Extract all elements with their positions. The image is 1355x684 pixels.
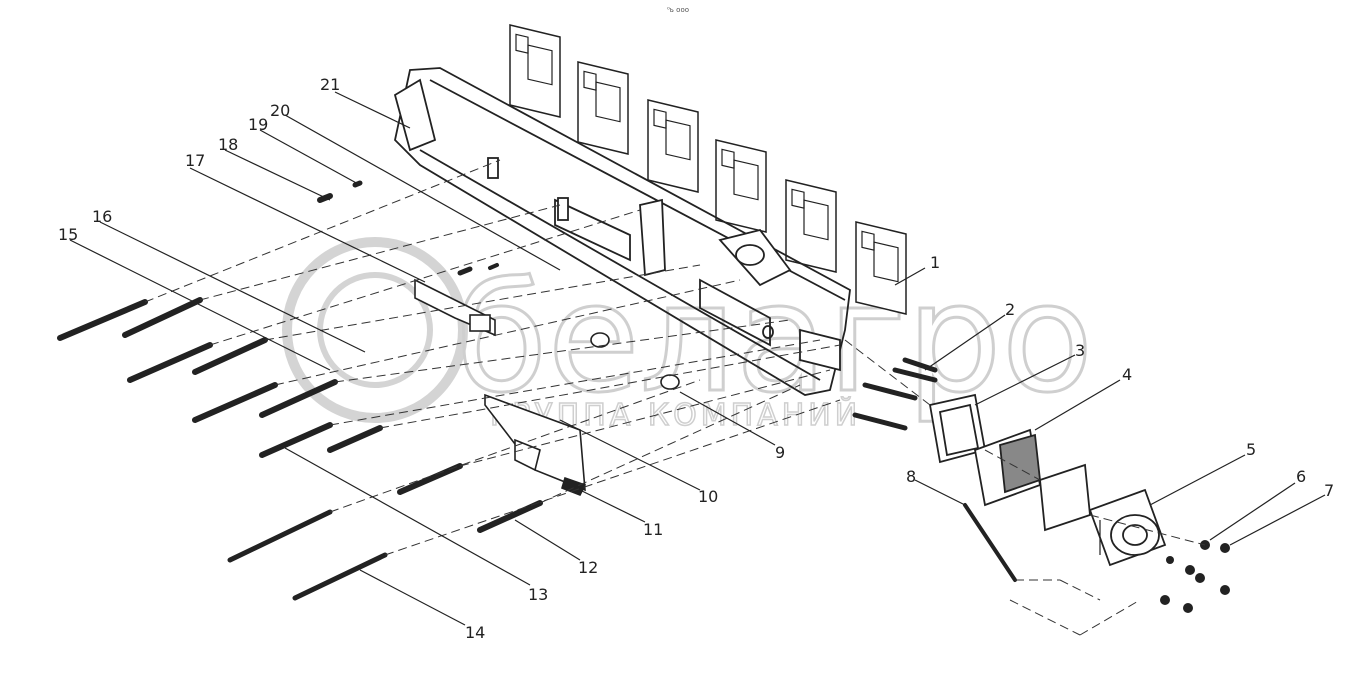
assembly-axes (144, 159, 1206, 636)
callout-11: 11 (643, 520, 663, 539)
callout-labels: 1 2 3 4 5 6 7 8 9 10 11 12 13 14 15 16 1… (58, 75, 1334, 642)
callout-7: 7 (1324, 481, 1334, 500)
nut-group (1160, 540, 1230, 613)
callout-18: 18 (218, 135, 238, 154)
callout-1: 1 (930, 253, 940, 272)
callout-4: 4 (1122, 365, 1132, 384)
exhaust-manifold (393, 67, 851, 396)
callout-6: 6 (1296, 467, 1306, 486)
callout-19: 19 (248, 115, 268, 134)
callout-14: 14 (465, 623, 485, 642)
callout-5: 5 (1246, 440, 1256, 459)
callout-17: 17 (185, 151, 205, 170)
leader-lines (69, 91, 1326, 626)
callout-10: 10 (698, 487, 718, 506)
callout-13: 13 (528, 585, 548, 604)
callout-12: 12 (578, 558, 598, 577)
callout-16: 16 (92, 207, 112, 226)
callout-15: 15 (58, 225, 78, 244)
bolt-set (57, 180, 1017, 601)
end-cap-assembly (928, 393, 1167, 567)
callout-9: 9 (775, 443, 785, 462)
callout-21: 21 (320, 75, 340, 94)
callout-8: 8 (906, 467, 916, 486)
callout-20: 20 (270, 101, 290, 120)
callout-2: 2 (1005, 300, 1015, 319)
bracket-parts (414, 278, 680, 497)
callout-3: 3 (1075, 341, 1085, 360)
header-note: ⁰ь ооо (667, 6, 689, 14)
